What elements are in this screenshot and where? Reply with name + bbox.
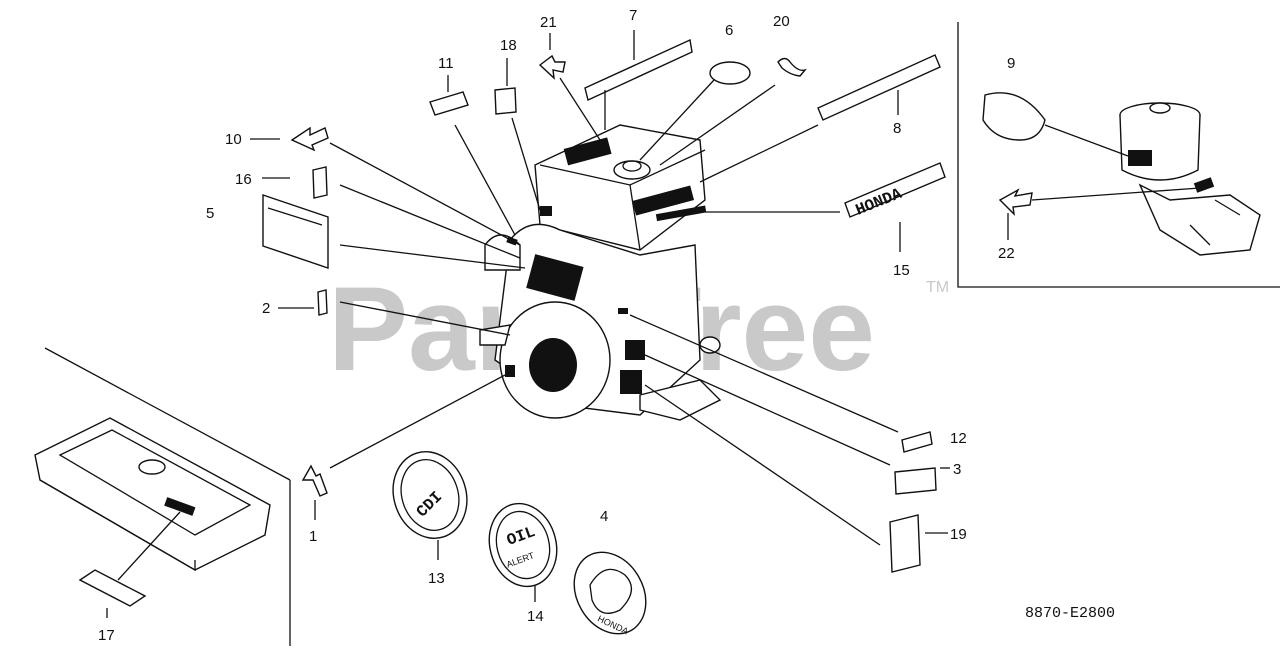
callout-19: 19: [950, 526, 967, 543]
decal-part-7: [584, 38, 693, 101]
decal-part-11: [429, 91, 469, 116]
callout-20: 20: [773, 13, 790, 30]
trademark-mark: TM: [926, 279, 949, 296]
callout-16: 16: [235, 171, 252, 188]
callout-2: 2: [262, 300, 270, 317]
arrow-label-part-21: [538, 54, 566, 80]
callout-22: 22: [998, 245, 1015, 262]
callout-15: 15: [893, 262, 910, 279]
decal-part-16: [312, 166, 328, 199]
air-cleaner-inset: 9 22: [957, 22, 1280, 288]
decal-part-20: [777, 57, 807, 77]
arrow-label-part-10: [290, 126, 329, 152]
decal-part-19: [889, 514, 921, 573]
arrow-label-part-1: [301, 464, 328, 497]
callout-7: 7: [629, 7, 637, 24]
callout-21: 21: [540, 14, 557, 31]
callout-1: 1: [309, 528, 317, 545]
callout-10: 10: [225, 131, 242, 148]
callout-18: 18: [500, 37, 517, 54]
label-plate-part-5: [262, 194, 329, 269]
callout-9: 9: [1007, 55, 1015, 72]
callout-17: 17: [98, 627, 115, 644]
arrow-label-part-22: [998, 188, 1033, 216]
callout-3: 3: [953, 461, 961, 478]
callout-6: 6: [725, 22, 733, 39]
honda-wing-emblem-part-4: HONDA: [573, 551, 647, 636]
callout-8: 8: [893, 120, 901, 137]
cdi-emblem-part-13: CDI: [392, 451, 468, 539]
callout-12: 12: [950, 430, 967, 447]
decal-part-8: [817, 54, 941, 121]
callout-13: 13: [428, 570, 445, 587]
oil-alert-emblem-part-14: OIL ALERT: [488, 502, 558, 588]
engine-assembly: [479, 124, 722, 421]
callout-11: 11: [438, 55, 454, 72]
decal-part-17: [78, 569, 147, 607]
tank-cover-view: [34, 347, 291, 646]
figure-reference: 8870-E2800: [1025, 605, 1115, 622]
callout-4: 4: [600, 508, 608, 525]
callout-14: 14: [527, 608, 544, 625]
decal-part-3: [894, 467, 937, 495]
label-part-9: [982, 92, 1046, 141]
callout-5: 5: [206, 205, 214, 222]
decal-part-2: [317, 289, 328, 316]
decal-part-18: [494, 87, 517, 115]
honda-logo-plate-part-15: HONDA: [844, 162, 946, 220]
decal-part-12: [901, 431, 933, 453]
decal-part-6: [709, 61, 751, 85]
